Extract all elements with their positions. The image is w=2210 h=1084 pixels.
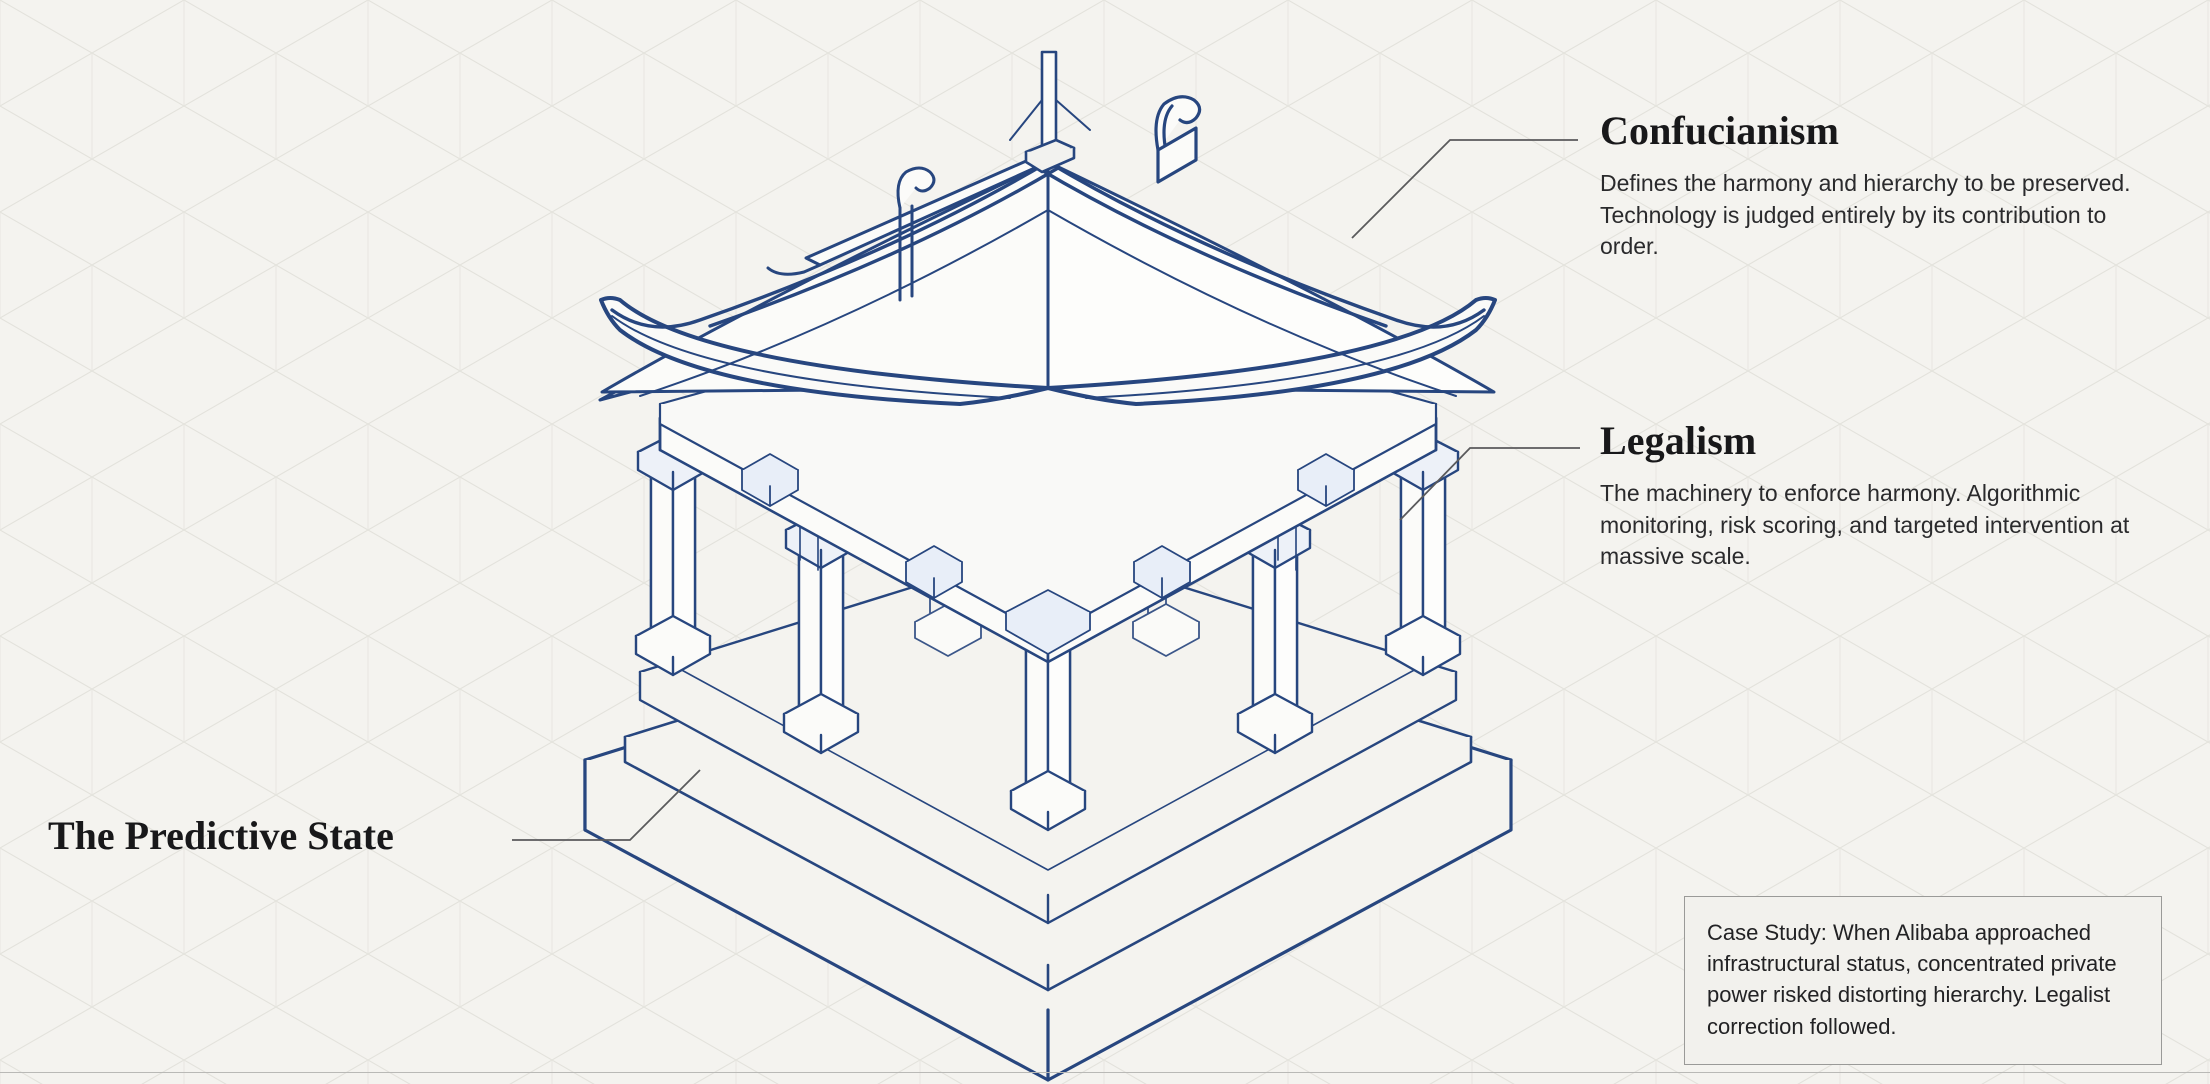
column-front-mid-left <box>782 510 860 755</box>
column-front-right <box>1384 432 1462 677</box>
callout-legalism: Legalism The machinery to enforce harmon… <box>1600 420 2145 573</box>
callout-legalism-body: The machinery to enforce harmony. Algori… <box>1600 480 2130 570</box>
column-front-center <box>1009 576 1087 832</box>
platform-deck <box>638 543 1458 925</box>
plinth-upper <box>623 603 1473 992</box>
architrave-and-brackets <box>658 294 1438 664</box>
leader-line-confucianism <box>1351 139 1578 239</box>
callout-confucianism-body: Defines the harmony and hierarchy to be … <box>1600 170 2131 260</box>
callout-confucianism-title: Confucianism <box>1600 108 1840 153</box>
bottom-divider <box>0 1072 2210 1073</box>
leader-line-predictive-state <box>512 769 701 841</box>
roof-eave-underlines <box>611 209 1485 399</box>
roof-eaves <box>599 296 1497 406</box>
roof-finial <box>1154 95 1202 184</box>
plinth-lower <box>583 613 1513 1082</box>
case-study-text: Case Study: When Alibaba approached infr… <box>1707 920 2117 1039</box>
dougong-brackets <box>741 453 1355 655</box>
column-front-mid-right <box>1236 510 1314 755</box>
roof-ridge <box>766 152 1050 276</box>
roof-lower-ridge <box>896 166 936 302</box>
callout-legalism-title: Legalism <box>1600 418 1757 463</box>
columns-interior <box>799 399 1297 657</box>
ridge-post <box>1009 50 1091 174</box>
case-study-box: Case Study: When Alibaba approached infr… <box>1684 896 2162 1065</box>
column-front-left <box>634 432 712 677</box>
roof-surface <box>598 158 1496 402</box>
callout-confucianism: Confucianism Defines the harmony and hie… <box>1600 110 2145 263</box>
roof-hip-ridges <box>610 160 1486 329</box>
leader-line-legalism <box>1399 447 1580 521</box>
label-predictive-state: The Predictive State <box>48 813 394 858</box>
